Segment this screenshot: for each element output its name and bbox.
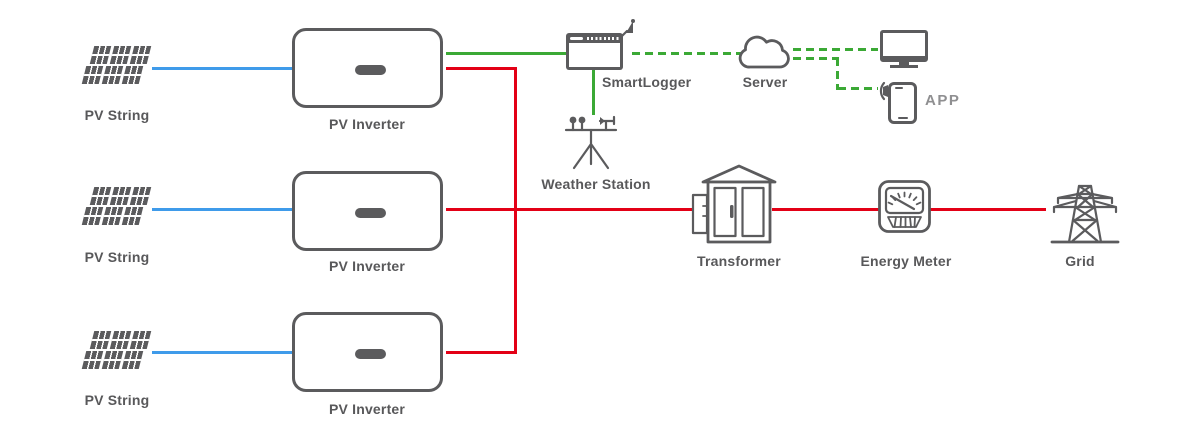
- comm-dash-smartlogger-server: [632, 52, 742, 55]
- ac-line-inverter3-bus: [446, 351, 517, 354]
- comm-line-inverter1-smartlogger: [446, 52, 566, 55]
- pv-panel: [109, 46, 132, 64]
- energy-meter-label: Energy Meter: [860, 253, 952, 269]
- comm-dash-branch-app: [838, 87, 878, 90]
- inverter-led: [355, 208, 386, 218]
- pv-panel: [109, 331, 132, 349]
- weather-station-label: Weather Station: [541, 176, 651, 192]
- phone-speaker: [895, 87, 903, 89]
- pv-panel: [129, 46, 152, 64]
- solar-panel-icon: [81, 331, 152, 369]
- pv-panel: [101, 66, 124, 84]
- dc-line-string3-inverter3: [152, 351, 292, 354]
- antenna-icon: [618, 19, 635, 40]
- signal-waves-icon: [879, 81, 888, 101]
- pv-panel: [109, 187, 132, 205]
- grid-label: Grid: [1065, 253, 1095, 269]
- pv-panel: [129, 331, 152, 349]
- pv-panel: [89, 46, 112, 64]
- pv-panel: [81, 207, 104, 225]
- solar-panel-icon: [81, 46, 152, 84]
- monitor-base: [890, 65, 918, 68]
- pv-string-1-label: PV String: [84, 107, 150, 123]
- transformer-icon: [691, 164, 777, 244]
- pv-panel: [89, 331, 112, 349]
- comm-dash-server-monitor: [793, 48, 878, 51]
- monitor-icon: [880, 30, 928, 62]
- inverter-led: [355, 65, 386, 75]
- ac-line-bus-transformer: [446, 208, 694, 211]
- pv-panel: [81, 351, 104, 369]
- phone-home-button: [897, 116, 908, 119]
- pv-panel: [89, 187, 112, 205]
- monitor-stand: [899, 61, 909, 66]
- transmission-tower-icon: [1050, 184, 1120, 244]
- pv-panel: [121, 66, 144, 84]
- pv-inverter-2-label: PV Inverter: [328, 258, 406, 274]
- weather-station-icon: [564, 115, 618, 170]
- pv-string-2-label: PV String: [84, 249, 150, 265]
- pv-inverter-icon: [292, 171, 443, 251]
- dc-line-string1-inverter1: [152, 67, 292, 70]
- pv-string-3-label: PV String: [84, 392, 150, 408]
- energy-meter-icon: [878, 180, 931, 233]
- pv-inverter-icon: [292, 28, 443, 108]
- pv-inverter-3-label: PV Inverter: [328, 401, 406, 417]
- ac-line-inverter1-bus: [446, 67, 517, 70]
- inverter-led: [355, 349, 386, 359]
- smartlogger-screen: [569, 43, 620, 67]
- pv-panel: [81, 66, 104, 84]
- pv-panel: [101, 351, 124, 369]
- comm-line-smartlogger-weatherstation: [592, 70, 595, 115]
- solar-panel-icon: [81, 187, 152, 225]
- smartlogger-slot: [570, 36, 583, 40]
- smartlogger-label: SmartLogger: [602, 74, 692, 90]
- pv-inverter-1-label: PV Inverter: [328, 116, 406, 132]
- pv-panel: [121, 207, 144, 225]
- transformer-label: Transformer: [697, 253, 781, 269]
- smartphone-icon: [888, 82, 917, 124]
- app-label: APP: [925, 92, 961, 109]
- smartlogger-icon: [566, 33, 623, 70]
- cloud-icon: [738, 35, 790, 69]
- pv-inverter-icon: [292, 312, 443, 392]
- comm-dash-server-branch: [793, 57, 839, 60]
- dc-line-string2-inverter2: [152, 208, 292, 211]
- pv-panel: [121, 351, 144, 369]
- comm-dash-branch-vertical: [836, 58, 839, 90]
- smartlogger-ports: [587, 37, 620, 40]
- pv-panel: [129, 187, 152, 205]
- server-label: Server: [742, 74, 788, 90]
- pv-panel: [101, 207, 124, 225]
